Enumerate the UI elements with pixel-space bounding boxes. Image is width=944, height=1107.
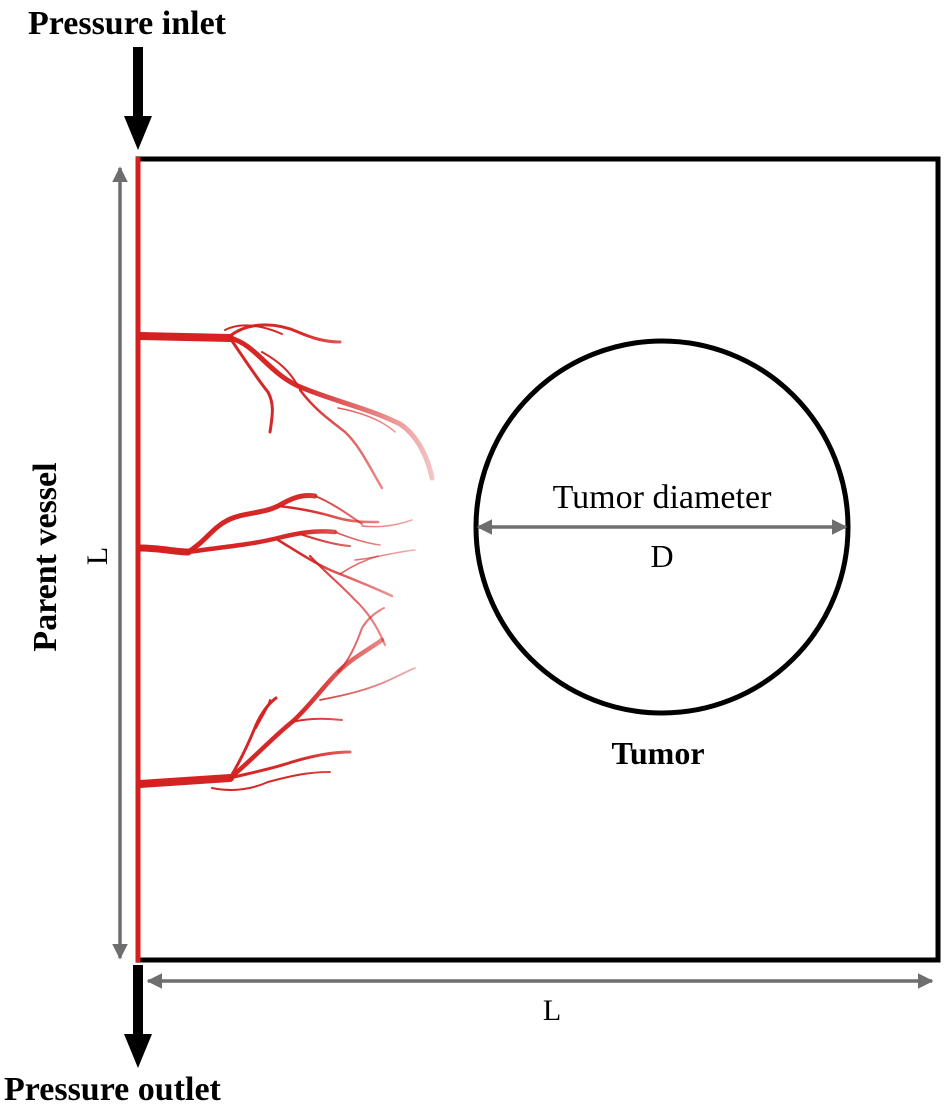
width-dimension-label: L xyxy=(543,994,561,1027)
tumor-diameter-label: Tumor diameter xyxy=(553,479,772,516)
outlet-arrow-icon xyxy=(124,965,152,1068)
pressure-outlet-label: Pressure outlet xyxy=(4,1071,222,1107)
capillary-network-middle xyxy=(136,493,416,647)
capillary-network-top xyxy=(136,323,435,490)
pressure-inlet-label: Pressure inlet xyxy=(28,5,227,42)
parent-vessel-label: Parent vessel xyxy=(27,462,64,651)
capillary-network-bottom xyxy=(136,607,416,791)
height-dimension-label: L xyxy=(81,547,114,565)
diameter-symbol-label: D xyxy=(650,538,673,574)
domain-boundary xyxy=(135,156,941,963)
inlet-arrow-icon xyxy=(124,47,152,150)
tumor-circle xyxy=(473,338,851,716)
tumor-label: Tumor xyxy=(611,735,704,771)
